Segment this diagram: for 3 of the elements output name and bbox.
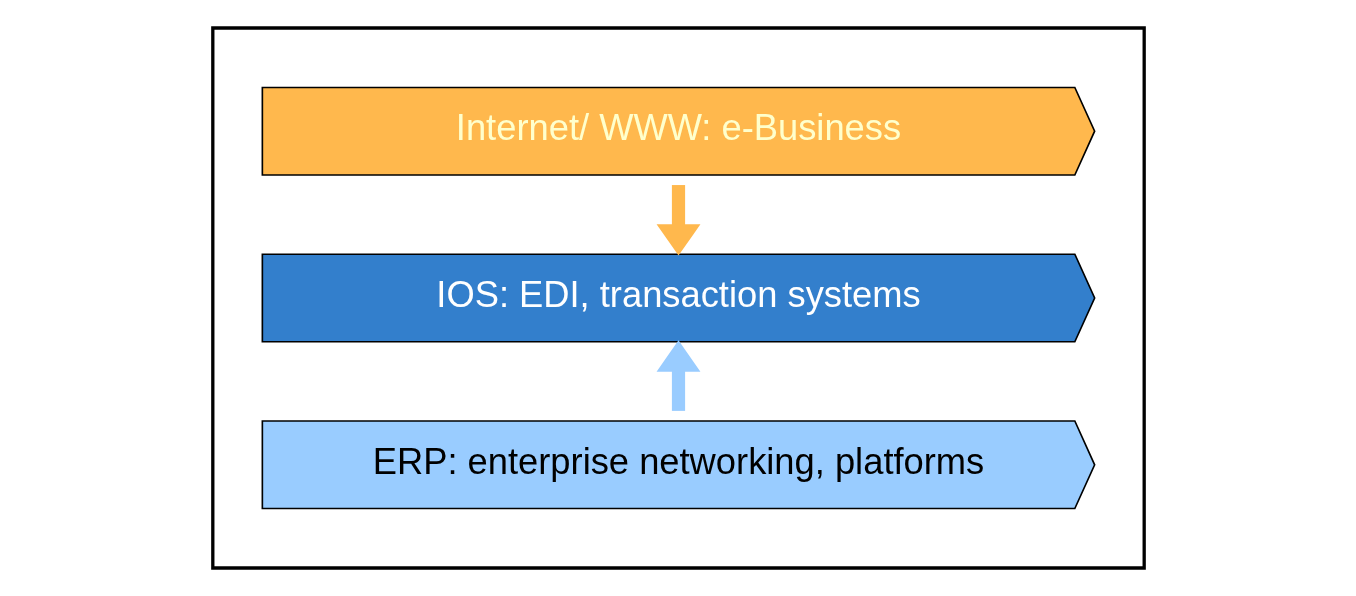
arrow [656,340,700,411]
arrow [656,185,700,256]
cluster [210,26,1146,570]
